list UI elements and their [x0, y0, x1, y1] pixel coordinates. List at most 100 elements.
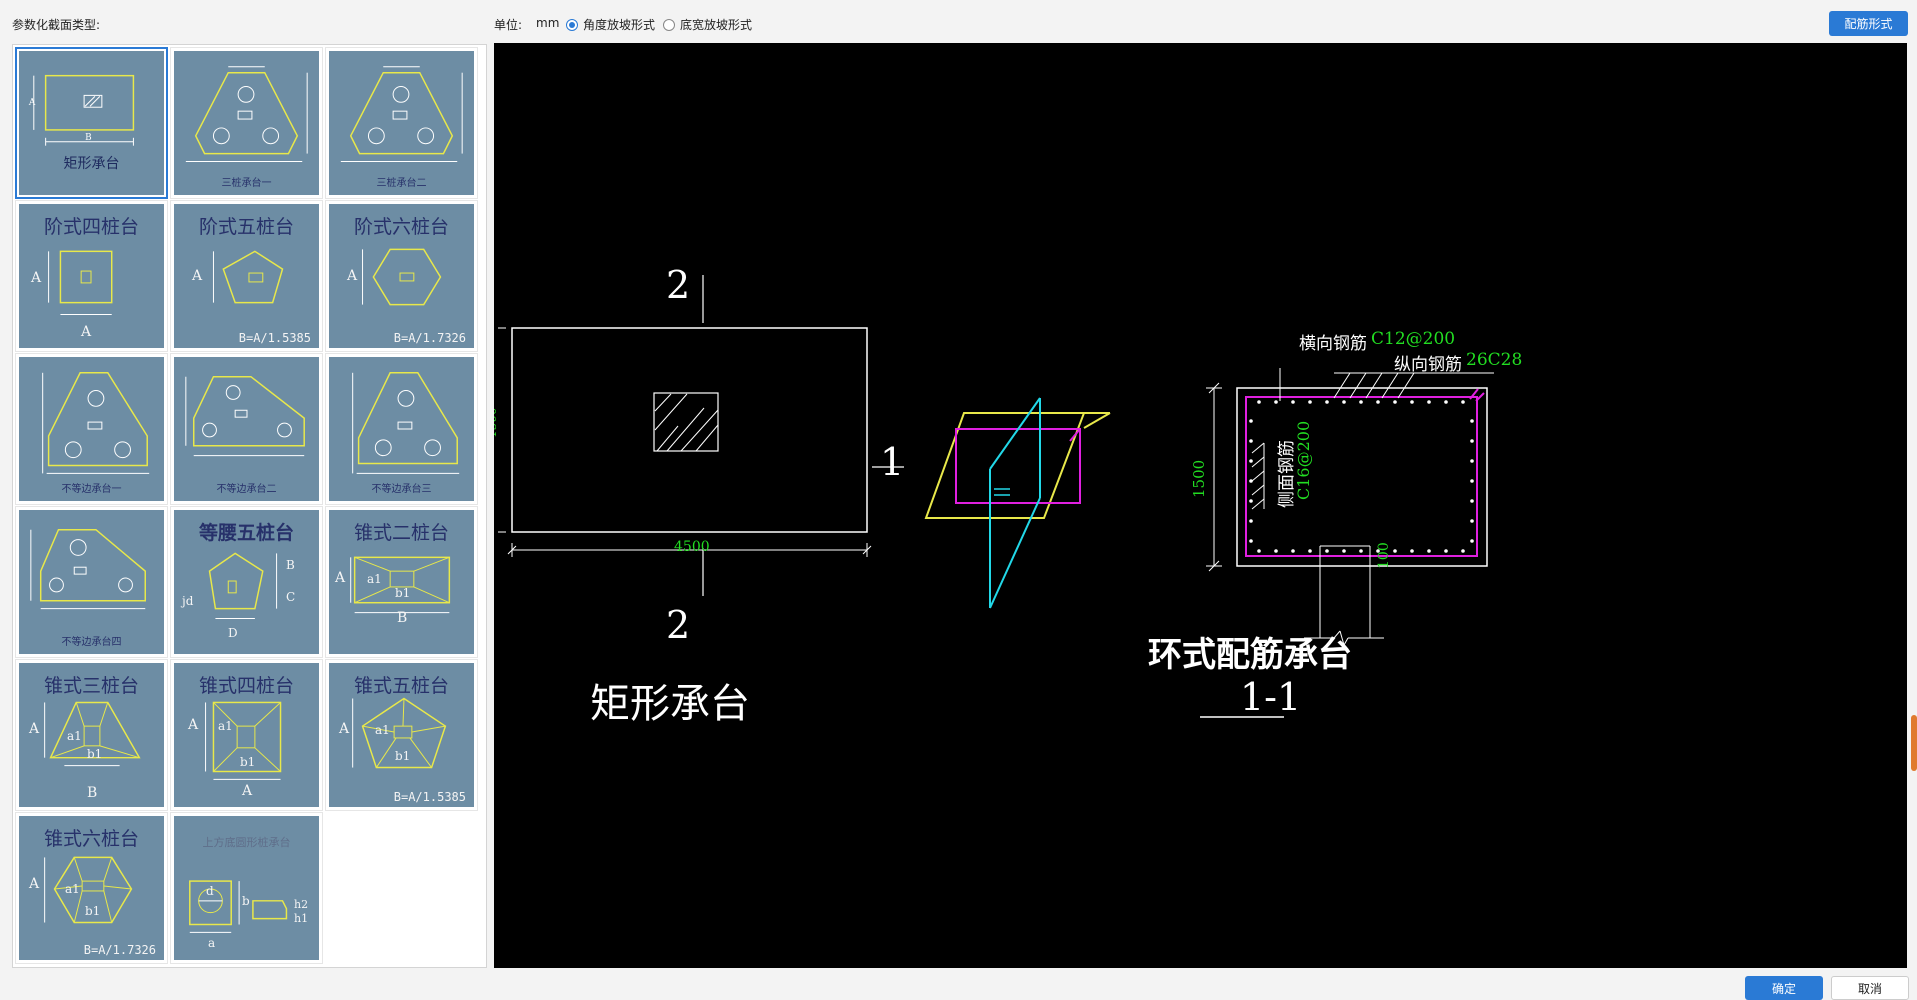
dim-jd-iso5: jd	[182, 594, 194, 608]
radio-width-slope[interactable]: 底宽放坡形式	[663, 16, 752, 33]
cone5-thumb-drawing	[352, 697, 447, 769]
dim-a1-cone6: a1	[65, 882, 80, 896]
cad-preview-canvas[interactable]: 1500	[494, 43, 1907, 968]
section-type-gallery: A B 矩形承台 三桩承台一	[12, 44, 487, 968]
dim-b-roundpile: b	[242, 894, 250, 908]
cone4-thumb-drawing	[205, 701, 282, 780]
cone3-thumb-drawing	[44, 701, 141, 767]
section-item-tri1[interactable]: 三桩承台一	[170, 47, 323, 199]
radio-angle-slope[interactable]: 角度放坡形式	[566, 16, 655, 33]
thumb-roundpile: 上方底圆形桩承台 d b a h2 h1	[174, 816, 319, 960]
thumb-cone2: 锥式二桩台 A a1 b1 B	[329, 510, 474, 654]
caption-uneq3: 不等边承台三	[371, 484, 432, 495]
section-item-uneq1[interactable]: 不等边承台一	[15, 353, 168, 505]
thumb-uneq1: 不等边承台一	[19, 357, 164, 501]
caption-step4: 阶式四桩台	[43, 216, 139, 238]
caption-cone6: 锥式六桩台	[43, 828, 139, 850]
rebar-form-button[interactable]: 配筋形式	[1829, 11, 1908, 36]
thumb-step4: 阶式四桩台 A A	[19, 204, 164, 348]
formula-cone6: B=A/1.7326	[83, 943, 156, 957]
dim-b-cone4: A	[242, 783, 253, 799]
dim-a1-cone2: a1	[367, 572, 382, 586]
section-outline	[1236, 387, 1488, 567]
scroll-indicator[interactable]	[1911, 715, 1917, 771]
section-item-tri2[interactable]: 三桩承台二	[325, 47, 478, 199]
section-item-uneq4[interactable]: 不等边承台四	[15, 506, 168, 658]
dim-h2-roundpile: h2	[294, 898, 309, 911]
dim-a-cone4: A	[188, 717, 199, 733]
dim-b1-cone5: b1	[395, 749, 411, 763]
section-item-cone6[interactable]: 锥式六桩台 A a1 b1 B=A/1.7326	[15, 812, 168, 964]
section-title: 1-1	[1240, 675, 1302, 719]
svg-text:1500: 1500	[494, 407, 499, 438]
thumb-cone3: 锥式三桩台 A a1 b1 B	[19, 663, 164, 807]
section-item-roundpile[interactable]: 上方底圆形桩承台 d b a h2 h1	[170, 812, 323, 964]
tri2-thumb-drawing	[340, 66, 463, 162]
ok-button[interactable]: 确定	[1745, 976, 1823, 1000]
formula-cone5: B=A/1.5385	[393, 790, 466, 804]
thumb-iso5: 等腰五桩台 B C D jd	[174, 510, 319, 654]
longitudinal-value: 26C28	[1466, 350, 1523, 370]
section-item-iso5[interactable]: 等腰五桩台 B C D jd	[170, 506, 323, 658]
section-item-cone5[interactable]: 锥式五桩台 A a1 b1 B=A/1.5385	[325, 659, 478, 811]
leader-lines-side	[1251, 442, 1265, 510]
dim-b1-cone6: b1	[85, 904, 101, 918]
section-item-uneq2[interactable]: 不等边承台二	[170, 353, 323, 505]
dim-d-roundpile: d	[206, 884, 214, 898]
section-item-uneq3[interactable]: 不等边承台三	[325, 353, 478, 505]
caption-tri1: 三桩承台一	[221, 178, 272, 189]
svg-text:B: B	[85, 133, 92, 143]
thumb-cone4: 锥式四桩台 A a1 b1 A	[174, 663, 319, 807]
caption-tri2: 三桩承台二	[376, 178, 427, 189]
unit-value: mm	[536, 16, 560, 30]
thumb-uneq2: 不等边承台二	[174, 357, 319, 501]
section-mark-side: 1	[880, 440, 905, 484]
step6-thumb-drawing	[362, 248, 442, 306]
section-item-cone2[interactable]: 锥式二桩台 A a1 b1 B	[325, 506, 478, 658]
cone6-thumb-drawing	[44, 856, 133, 924]
cancel-button[interactable]: 取消	[1831, 976, 1909, 1000]
dim-h1-roundpile: h1	[294, 912, 309, 925]
dim-a-cone3: A	[29, 721, 40, 737]
uneq3-thumb-drawing	[352, 372, 460, 474]
uneq4-thumb-drawing	[30, 528, 146, 610]
dim-b1-cone3: b1	[87, 747, 103, 761]
dim-a1-cone4: a1	[218, 719, 233, 733]
dim-a-step5: A	[192, 268, 203, 284]
side-rebar-value: C16@200	[1294, 420, 1313, 500]
caption-step5: 阶式五桩台	[198, 216, 294, 238]
section-item-step5[interactable]: 阶式五桩台 A B=A/1.5385	[170, 200, 323, 352]
uneq1-thumb-drawing	[42, 372, 150, 474]
dim-b-step4: A	[81, 324, 92, 340]
dim-a-step6: A	[347, 268, 358, 284]
caption-cone5: 锥式五桩台	[353, 675, 449, 697]
radio-unchecked-icon[interactable]	[663, 18, 675, 31]
width-dimension: 4500	[674, 539, 710, 555]
thumb-step6: 阶式六桩台 A B=A/1.7326	[329, 204, 474, 348]
section-mark-bottom: 2	[666, 603, 691, 647]
height-dimension: 1500	[1190, 459, 1208, 498]
dim-b-cone2: B	[397, 610, 408, 626]
dim-b1-cone2: b1	[395, 586, 411, 600]
section-item-cone4[interactable]: 锥式四桩台 A a1 b1 A	[170, 659, 323, 811]
tri1-thumb-drawing	[185, 66, 308, 162]
section-item-cone3[interactable]: 锥式三桩台 A a1 b1 B	[15, 659, 168, 811]
radio-checked-icon[interactable]	[566, 18, 578, 31]
section-item-rect[interactable]: A B 矩形承台	[15, 47, 168, 199]
column-section	[653, 392, 719, 452]
cap-outline	[511, 327, 868, 533]
section-item-step6[interactable]: 阶式六桩台 A B=A/1.7326	[325, 200, 478, 352]
caption-uneq1: 不等边承台一	[61, 484, 122, 495]
dim-a-cone5: A	[339, 721, 350, 737]
section-stirrup	[1245, 396, 1478, 557]
transverse-label: 横向钢筋	[1299, 334, 1367, 354]
dim-a1-cone5: a1	[375, 723, 390, 737]
thumb-uneq3: 不等边承台三	[329, 357, 474, 501]
dim-c-iso5: C	[286, 590, 296, 604]
left-title: 矩形承台	[590, 681, 750, 727]
cad-drawing: 1500	[494, 275, 1494, 718]
section-type-label: 参数化截面类型:	[12, 18, 101, 32]
rebar-dots	[1249, 400, 1474, 553]
uneq2-thumb-drawing	[185, 375, 305, 457]
section-item-step4[interactable]: 阶式四桩台 A A	[15, 200, 168, 352]
